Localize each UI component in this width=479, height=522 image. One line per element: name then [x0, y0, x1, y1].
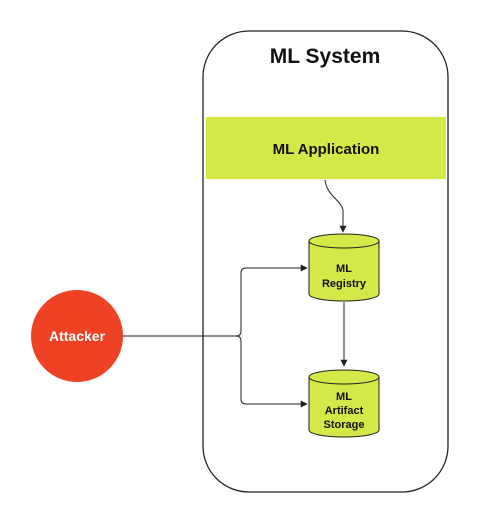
- connector-attacker-to-storage: [235, 335, 308, 408]
- ml-artifact-storage-label-line3: Storage: [324, 419, 365, 431]
- ml-application-box: [206, 117, 446, 179]
- ml-registry-label-line1: ML: [336, 263, 352, 275]
- ml-registry-label-line2: Registry: [322, 278, 367, 290]
- ml-artifact-storage-cylinder: ML Artifact Storage: [308, 369, 380, 438]
- ml-registry-cylinder: ML Registry: [308, 233, 380, 302]
- ml-application-label: ML Application: [273, 141, 380, 158]
- ml-artifact-storage-label-line2: Artifact: [325, 405, 364, 417]
- connector-app-to-registry: [324, 179, 347, 233]
- ml-artifact-storage-label-line1: ML: [336, 391, 352, 403]
- attacker-label: Attacker: [49, 328, 106, 344]
- attacker-node: Attacker: [31, 290, 123, 382]
- ml-system-title: ML System: [270, 45, 381, 68]
- connector-attacker-to-registry: [123, 264, 308, 337]
